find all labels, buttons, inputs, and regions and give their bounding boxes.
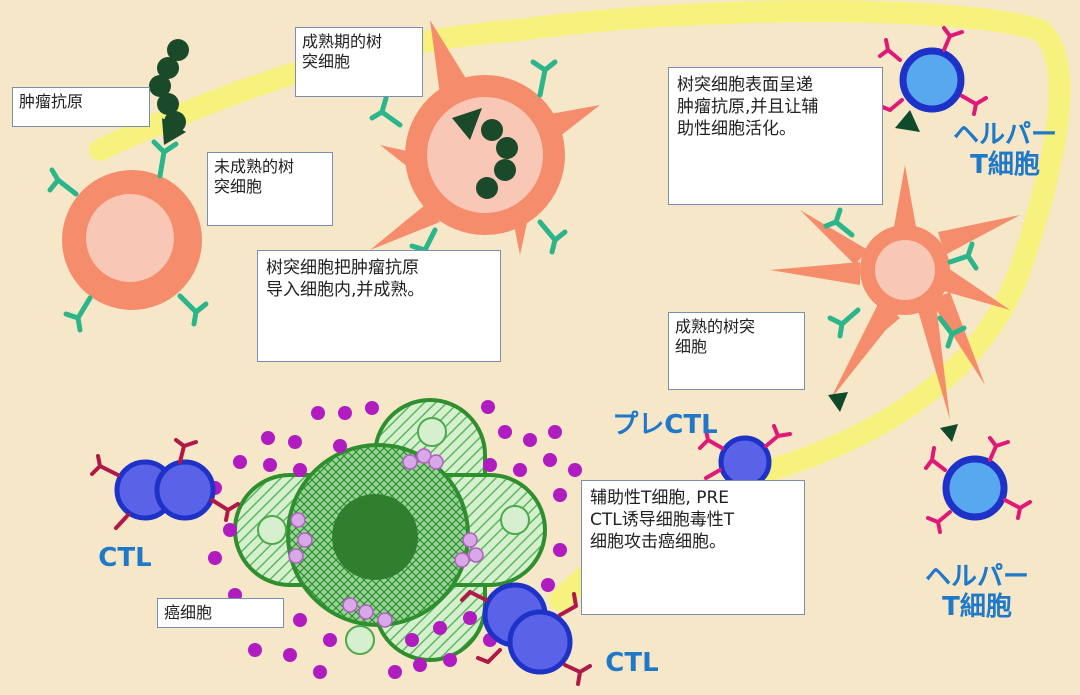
- label-antigen-presentation: 树突细胞表面呈递 肿瘤抗原,并且让辅 助性细胞活化。: [668, 67, 883, 205]
- tumor-antigen-chain: [149, 39, 189, 145]
- label-immature-dc: 未成熟的树 突细胞: [207, 152, 333, 226]
- label-ctl-left: CTL: [98, 543, 152, 573]
- ctl-cell-bottom: [460, 582, 592, 686]
- label-cancer-cell: 癌细胞: [157, 598, 284, 628]
- label-mature-dc: 成熟的树突 细胞: [668, 312, 805, 390]
- activation-arrows: [828, 110, 958, 442]
- label-pre-ctl: プレCTL: [612, 410, 718, 440]
- label-antigen-uptake: 树突细胞把肿瘤抗原 导入细胞内,并成熟。: [257, 250, 501, 362]
- mature-dendritic-cell: [770, 165, 1020, 420]
- helper-t-cell-bottom: [924, 436, 1032, 534]
- label-helper-t-bottom: ヘルパー T細胞: [924, 562, 1029, 622]
- immature-dendritic-cell: [47, 139, 209, 333]
- label-maturing-dc: 成熟期的树 突细胞: [295, 27, 423, 97]
- label-tumor-antigen: 肿瘤抗原: [12, 87, 150, 127]
- ctl-cell-left: [90, 438, 240, 530]
- maturing-dendritic-cell: [369, 20, 600, 265]
- helper-t-cell-top: [878, 26, 988, 116]
- pre-ctl-cell: [698, 424, 792, 489]
- cytotoxic-granules: [208, 400, 582, 679]
- label-helper-activation: 辅助性T细胞, PRE CTL诱导细胞毒性T 细胞攻击癌细胞。: [581, 480, 805, 615]
- label-helper-t-top: ヘルパー T細胞: [952, 120, 1057, 180]
- label-ctl-bottom: CTL: [605, 648, 659, 678]
- cancer-cell: [233, 398, 547, 662]
